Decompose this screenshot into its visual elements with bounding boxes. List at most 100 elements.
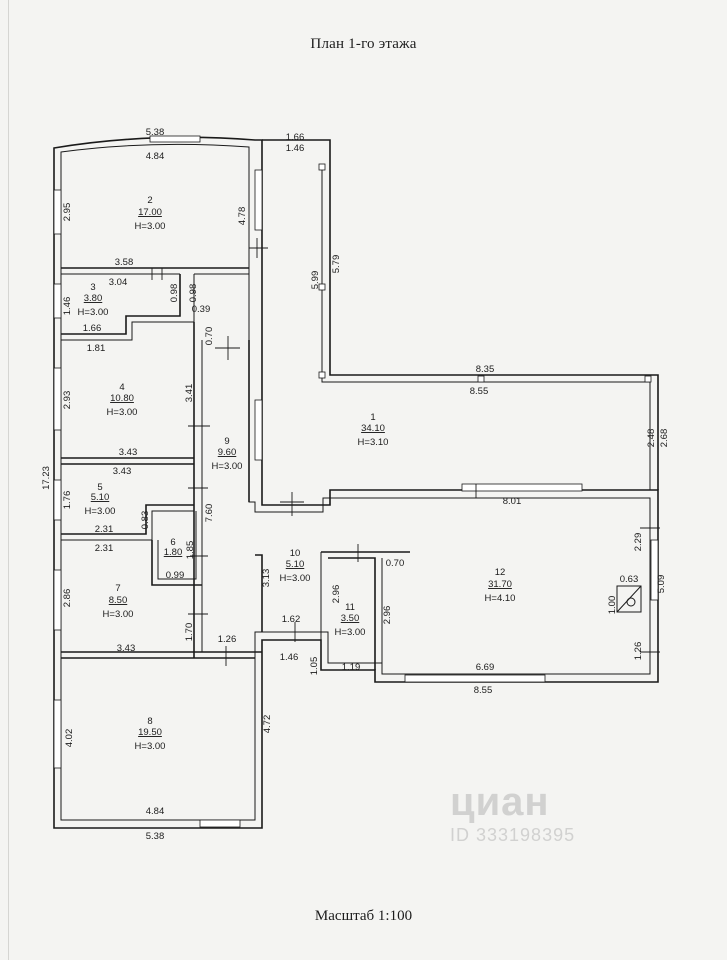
dim-label: 1.81 (87, 343, 106, 354)
marker-hall1-mid (477, 375, 485, 383)
dim-label: 3.04 (109, 277, 128, 288)
window-r12-top (461, 483, 583, 492)
svg-text:7: 7 (115, 583, 120, 594)
dim-label: 2.96 (331, 585, 342, 604)
window-corridor-mid (254, 399, 263, 461)
dim-label: 7.60 (204, 504, 215, 523)
left-wing-inner-wall (60, 143, 651, 821)
wall-r5-bottom (61, 504, 194, 535)
svg-text:4: 4 (119, 382, 124, 393)
wall-r11-inner (320, 552, 383, 674)
dim-label: 2.31 (95, 543, 114, 554)
wall-r6-inner (157, 511, 197, 580)
svg-text:H=3.00: H=3.00 (78, 307, 109, 318)
dim-label: 1.46 (62, 297, 73, 316)
window-r3-left (53, 283, 62, 319)
windows (53, 135, 659, 828)
dim-label: 2.95 (62, 203, 73, 222)
svg-text:3: 3 (90, 282, 95, 293)
wall-hall1-upper (262, 139, 659, 490)
dim-label: 3.41 (184, 384, 195, 403)
door-r2 (249, 238, 268, 258)
svg-text:9.60: 9.60 (218, 447, 237, 458)
wall-r10 (255, 554, 263, 632)
window-corridor-right (254, 169, 263, 231)
svg-text:1.80: 1.80 (164, 547, 183, 558)
dim-label: 8.55 (470, 386, 489, 397)
marker-hall1-right (644, 375, 652, 383)
svg-text:5: 5 (97, 482, 102, 493)
dim-label: 2.86 (62, 589, 73, 608)
door-r8 (220, 646, 240, 666)
dim-label: 6.69 (476, 662, 495, 673)
dim-label: 0.99 (166, 570, 185, 581)
dim-label: 0.39 (192, 304, 211, 315)
dim-label: 17.23 (41, 466, 52, 490)
dim-label: 8.55 (474, 685, 493, 696)
dim-label: 1.46 (280, 652, 299, 663)
window-r12-bottom (404, 674, 546, 683)
room-12-label: 12 31.70 H=4.10 (485, 567, 516, 604)
room-11-label: 11 3.50 H=3.00 (335, 602, 366, 638)
wall-r4-r5 (61, 457, 194, 465)
left-wing-outer-wall (53, 136, 659, 829)
svg-text:9: 9 (224, 436, 229, 447)
door-r12-right (640, 527, 660, 653)
svg-text:H=3.10: H=3.10 (358, 437, 389, 448)
dim-label: 2.48 (646, 429, 657, 448)
watermark-id: ID 333198395 (450, 825, 576, 845)
svg-text:8.50: 8.50 (109, 595, 128, 606)
marker-hall1-left (318, 371, 326, 379)
dim-label: 5.79 (331, 255, 342, 274)
room-8-label: 8 19.50 H=3.00 (135, 716, 166, 752)
wall-hall1-upper-inner (321, 165, 651, 490)
marker-hall1-top (318, 163, 326, 171)
dim-label: 0.70 (204, 327, 215, 346)
boiler-diagonal (616, 585, 642, 613)
svg-text:12: 12 (495, 567, 506, 578)
svg-text:H=4.10: H=4.10 (485, 593, 516, 604)
plan-scale: Масштаб 1:100 (314, 908, 413, 924)
svg-text:H=3.00: H=3.00 (280, 573, 311, 584)
wall-r3-inner (61, 274, 195, 341)
dim-label: 2.93 (62, 391, 73, 410)
wall-r3 (61, 274, 181, 335)
boiler-symbol (626, 597, 636, 607)
dim-label: 1.66 (83, 323, 102, 334)
room-6-label: 6 1.80 (164, 537, 183, 558)
dim-label: 1.76 (62, 491, 73, 510)
dim-label: 0.98 (188, 284, 199, 303)
window-r4-left (53, 367, 62, 431)
dim-label: 3.13 (261, 569, 272, 588)
window-r7-left (53, 569, 62, 631)
dim-label: 4.72 (262, 715, 273, 734)
svg-text:3.50: 3.50 (341, 613, 360, 624)
room-3-label: 3 3.80 H=3.00 (78, 282, 109, 318)
window-r5-left (53, 479, 62, 521)
svg-text:10.80: 10.80 (110, 393, 134, 404)
dim-label: 4.84 (146, 806, 165, 817)
dim-label: 8.01 (503, 496, 522, 507)
dim-label: 4.02 (64, 729, 75, 748)
room-5-label: 5 5.10 H=3.00 (85, 482, 116, 517)
watermark-brand: циан (450, 780, 550, 824)
door-r11 (345, 544, 370, 562)
svg-text:11: 11 (345, 602, 355, 613)
dim-label: 3.58 (115, 257, 134, 268)
svg-text:17.00: 17.00 (138, 207, 162, 218)
room-7-label: 7 8.50 H=3.00 (103, 583, 134, 620)
room-labels: 2 17.00 H=3.00 3 3.80 H=3.00 4 10.80 H=3… (78, 195, 516, 752)
doors (140, 163, 660, 666)
dim-label: 4.84 (146, 151, 165, 162)
svg-text:5.10: 5.10 (91, 492, 110, 503)
svg-text:8: 8 (147, 716, 152, 727)
svg-text:H=3.00: H=3.00 (335, 627, 366, 638)
dim-label: 1.85 (185, 541, 196, 560)
svg-text:H=3.00: H=3.00 (85, 506, 116, 517)
dim-label: 3.43 (119, 447, 138, 458)
dim-label: 5.99 (310, 271, 321, 290)
dim-label: 1.62 (282, 614, 301, 625)
room-10-label: 10 5.10 H=3.00 (280, 548, 311, 584)
svg-text:34.10: 34.10 (361, 423, 385, 434)
dim-label: 5.09 (656, 575, 667, 594)
